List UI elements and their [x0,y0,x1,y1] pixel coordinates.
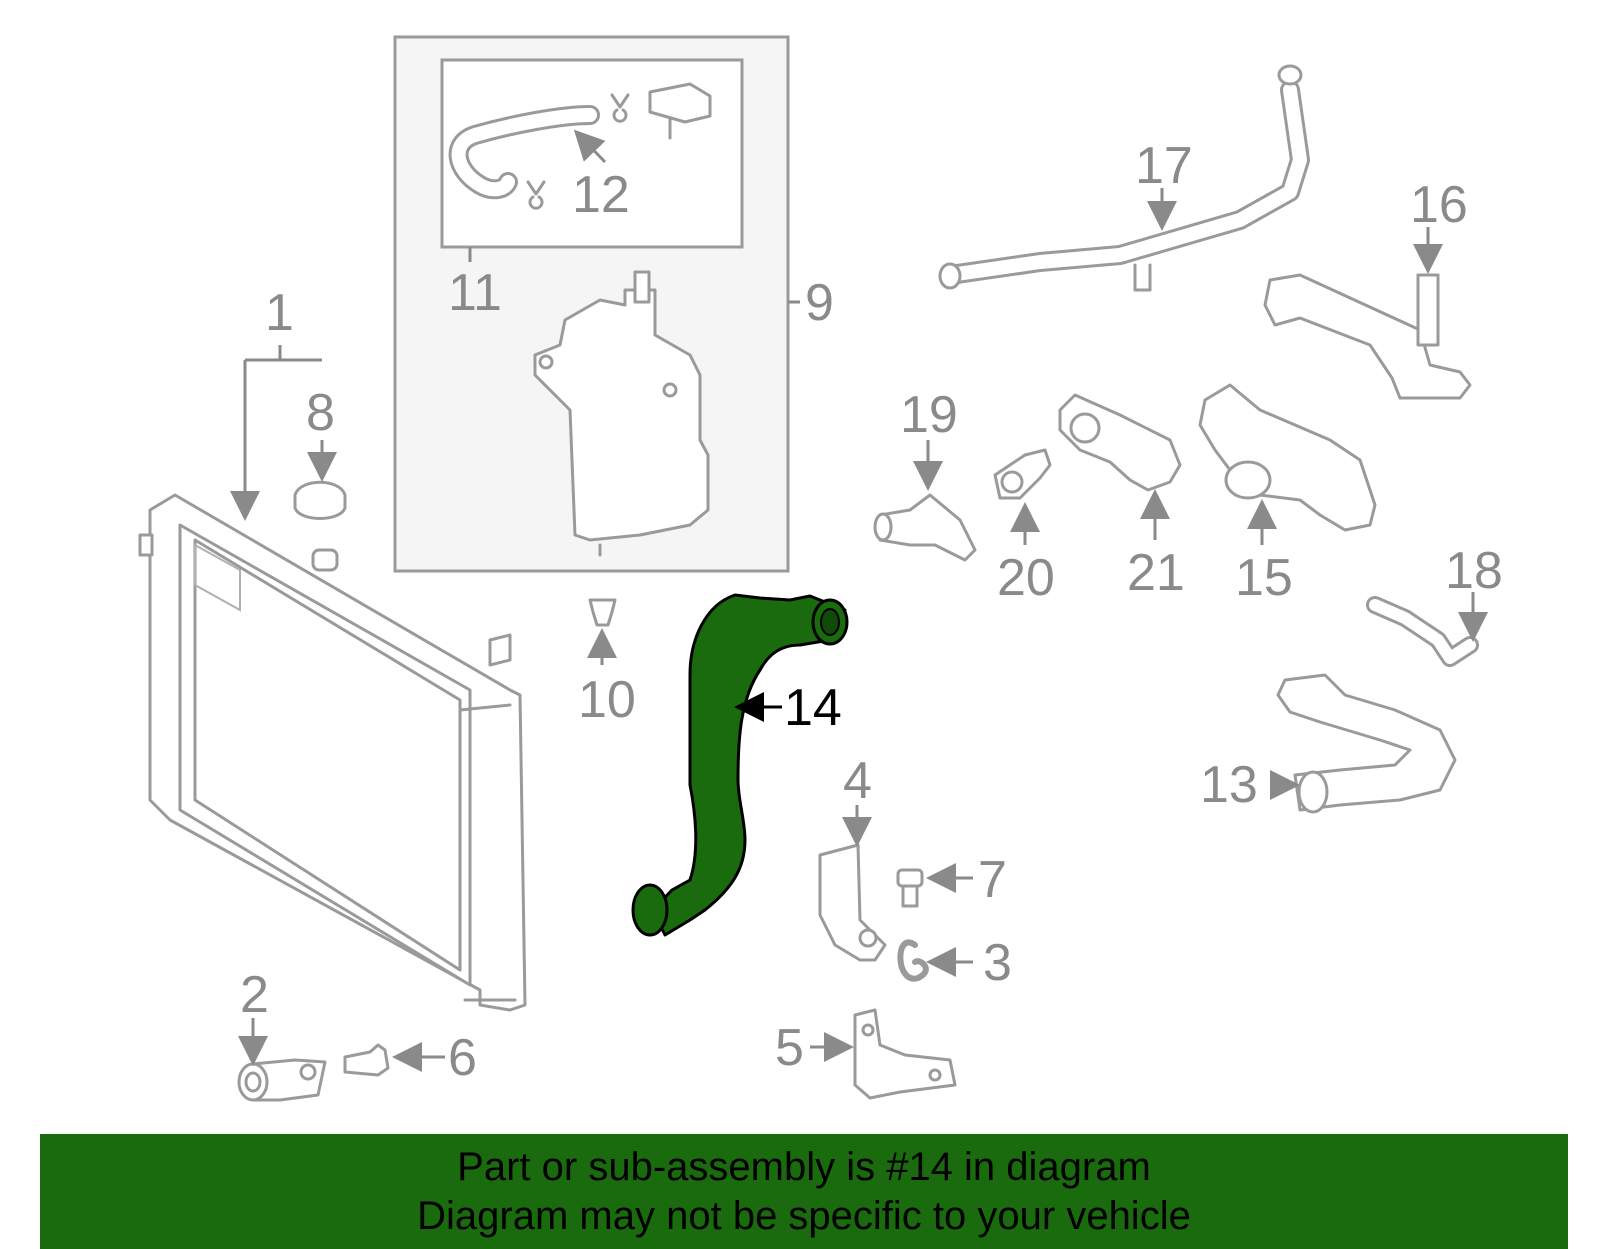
banner-line-part-info: Part or sub-assembly is #14 in diagram [457,1144,1151,1189]
thermostat-part-20[interactable] [993,448,1052,545]
water-neck-part-15[interactable] [1198,383,1377,545]
callout-21: 21 [1127,544,1185,602]
callout-11: 11 [448,264,502,322]
coolant-pipe-part-17[interactable] [938,64,1310,292]
callout-10: 10 [578,671,636,729]
callout-labels: 1 2 3 4 5 6 7 8 9 10 11 12 13 14 15 16 1… [240,137,1503,1087]
plug-part-6[interactable] [343,1042,445,1077]
bracket-part-4[interactable] [818,805,887,962]
callout-7: 7 [978,851,1007,909]
upper-radiator-hose-part-13[interactable] [1270,673,1457,814]
bushing-part-2[interactable] [237,1018,327,1102]
callout-1: 1 [265,284,294,342]
callout-4: 4 [843,752,872,810]
reservoir-hose-part-12[interactable] [448,82,712,210]
callout-2: 2 [240,966,269,1024]
callout-20: 20 [997,549,1055,607]
thermostat-housing-part-21[interactable] [1058,393,1182,540]
banner-line-disclaimer: Diagram may not be specific to your vehi… [417,1193,1191,1238]
callout-13: 13 [1200,756,1258,814]
callout-17: 17 [1135,137,1193,195]
callout-16: 16 [1410,176,1468,234]
highlight-info-banner: Part or sub-assembly is #14 in diagram D… [40,1134,1568,1249]
callout-5: 5 [775,1019,804,1077]
callout-6: 6 [448,1029,477,1087]
callout-15: 15 [1235,549,1293,607]
water-outlet-part-16[interactable] [1263,227,1472,400]
radiator-cap-part-8[interactable] [293,440,347,520]
drain-plug-part-10[interactable] [587,598,617,665]
bolt-part-7[interactable] [896,863,973,908]
callout-14: 14 [784,679,842,737]
coolant-reservoir-part-9[interactable] [533,270,710,557]
callout-12: 12 [572,166,630,224]
bypass-hose-part-18[interactable] [1366,592,1488,667]
radiator-part-1[interactable] [138,345,527,1012]
water-inlet-part-19[interactable] [873,440,977,562]
clip-part-3[interactable] [897,939,973,982]
bracket-part-5[interactable] [810,1008,957,1100]
callout-9: 9 [805,274,834,332]
callout-3: 3 [983,934,1012,992]
lower-radiator-hose-part-14[interactable] [631,593,849,937]
callout-18: 18 [1445,542,1503,600]
callout-19: 19 [900,386,958,444]
callout-8: 8 [306,384,335,442]
